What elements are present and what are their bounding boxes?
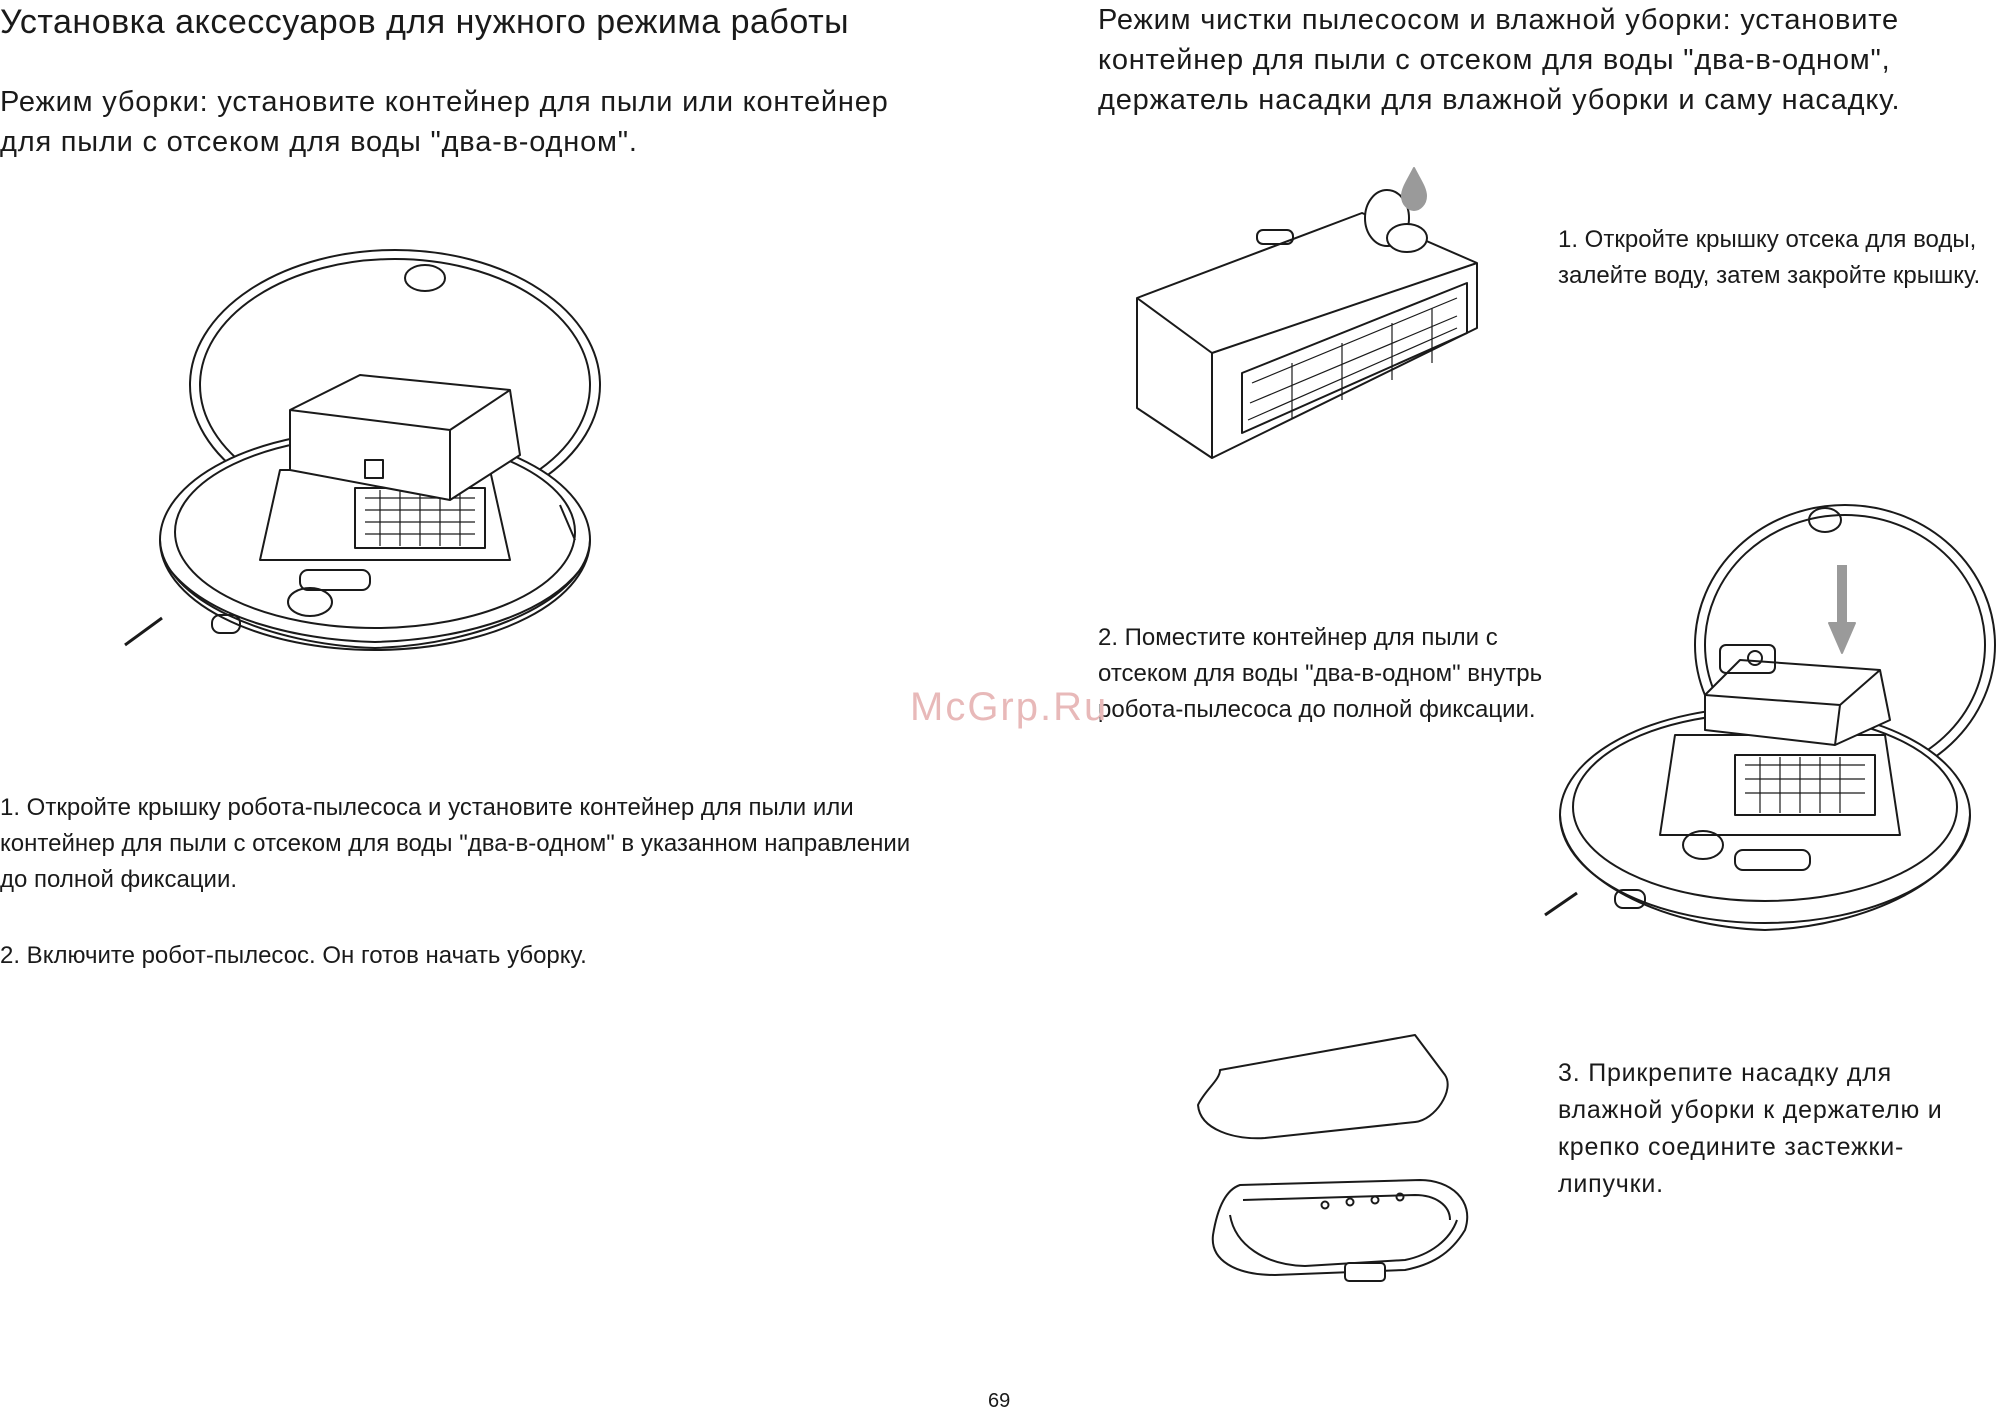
robot-2in1-tank-illustration [1555,495,2000,945]
right-step-2: 2. Поместите контейнер для пыли с отсеко… [1098,624,1543,723]
water-tank-illustration [1132,168,1492,468]
watermark: McGrp.Ru [910,685,1109,729]
right-step-1: 1. Откройте крышку отсека для воды, зале… [1558,226,1981,289]
robot-dustbin-illustration [150,240,590,670]
mop-pad-holder-illustration [1195,1030,1475,1295]
right-step-3: 3. Прикрепите насадку для влажной уборки… [1558,1059,1943,1198]
cleaning-mode-subtitle: Режим уборки: установите контейнер для п… [0,86,889,158]
mop-mode-intro: Режим чистки пылесосом и влажной уборки:… [1098,4,1901,116]
left-step-1: 1. Откройте крышку робота-пылесоса и уст… [0,794,911,893]
page-number: 69 [988,1390,1011,1412]
page-title: Установка аксессуаров для нужного режима… [0,3,850,41]
left-step-2: 2. Включите робот-пылесос. Он готов нача… [0,942,587,969]
